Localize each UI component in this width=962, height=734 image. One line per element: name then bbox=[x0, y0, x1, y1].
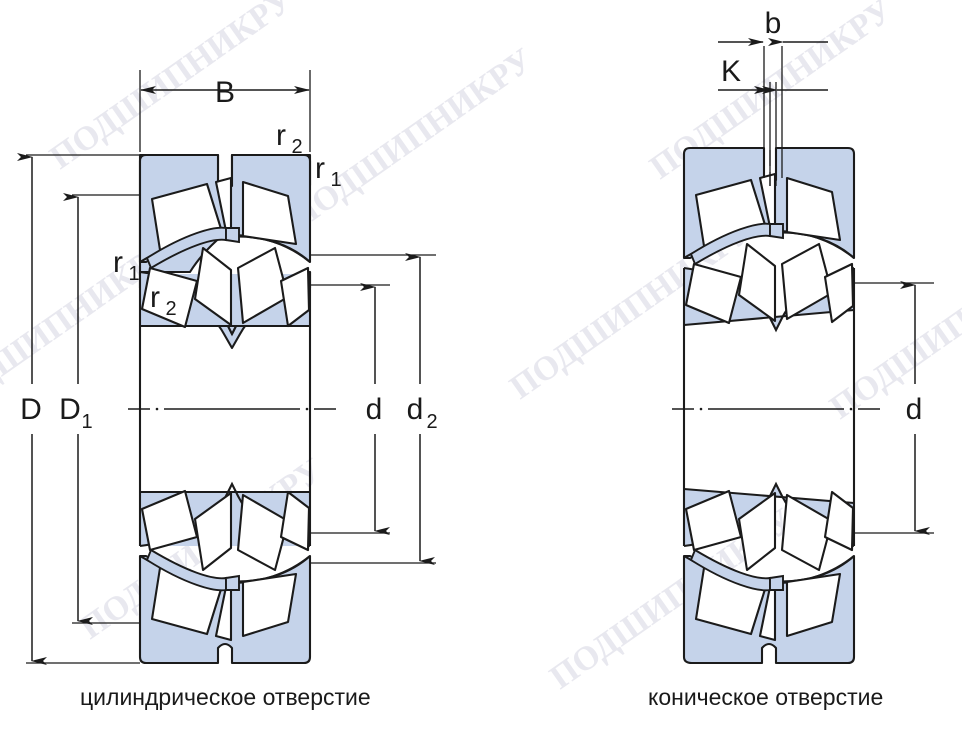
roller bbox=[279, 490, 311, 552]
label-r2-left-sub: 2 bbox=[165, 298, 176, 320]
label-r2-top: r 2 bbox=[276, 119, 303, 158]
label-d-left: d bbox=[366, 393, 383, 426]
label-d2-base: d bbox=[407, 393, 424, 426]
cage-bottom-bridge-r bbox=[769, 574, 784, 591]
roller bbox=[684, 489, 743, 552]
label-D1: D 1 bbox=[59, 393, 92, 433]
label-d2: d 2 bbox=[407, 393, 438, 433]
cage-bottom-bridge bbox=[225, 574, 240, 591]
roller bbox=[140, 266, 199, 329]
roller-group-bottom bbox=[140, 489, 311, 572]
label-r1-right-sub: 1 bbox=[330, 169, 341, 191]
watermark-text: ПОДШИПНИКРУ bbox=[283, 41, 540, 236]
roller bbox=[785, 572, 842, 638]
inner-ring-bottom-sides-r bbox=[682, 489, 856, 546]
roller bbox=[823, 490, 855, 552]
label-D1-base: D bbox=[59, 393, 81, 426]
roller-group-top bbox=[140, 246, 311, 329]
roller bbox=[823, 262, 855, 324]
cage-top-bridge-r bbox=[769, 223, 784, 240]
label-d-right: d bbox=[906, 393, 923, 426]
roller bbox=[241, 572, 298, 638]
roller bbox=[684, 262, 743, 325]
inner-ring-bottom-taper-edge bbox=[683, 487, 855, 505]
caption-tapered-bore: коническое отверстие bbox=[648, 684, 884, 710]
caption-cylindrical-bore: цилиндрическое отверстие bbox=[80, 684, 371, 710]
roller bbox=[785, 176, 842, 242]
roller bbox=[737, 242, 777, 323]
roller bbox=[241, 180, 298, 246]
label-r1-right: r 1 bbox=[315, 152, 342, 191]
roller bbox=[193, 491, 233, 572]
label-r1-left-base: r bbox=[113, 246, 123, 279]
label-r2-top-sub: 2 bbox=[291, 136, 302, 158]
label-r1-left-sub: 1 bbox=[128, 263, 139, 285]
cage-top-bridge bbox=[225, 227, 240, 244]
label-r2-left-base: r bbox=[150, 281, 160, 314]
label-D1-sub: 1 bbox=[81, 411, 92, 433]
label-r1-left: r 1 bbox=[113, 246, 140, 285]
roller bbox=[193, 246, 233, 327]
watermark-text: ПОДШИПНИКРУ bbox=[823, 231, 962, 426]
roller-group-bottom-r bbox=[684, 489, 855, 572]
roller bbox=[737, 491, 777, 572]
label-r2-left: r 2 bbox=[150, 281, 177, 320]
roller bbox=[279, 266, 311, 328]
right-bearing-view bbox=[672, 38, 934, 665]
label-b: b bbox=[765, 7, 782, 40]
left-bearing-view bbox=[17, 70, 436, 665]
inner-ring-top-band-edges bbox=[138, 272, 312, 328]
roller-group-bottom-outer bbox=[150, 566, 298, 642]
label-B: B bbox=[215, 76, 235, 109]
center-line-dot bbox=[305, 407, 309, 411]
watermark-text: ПОДШИПНИКРУ bbox=[43, 0, 300, 177]
center-line-dot bbox=[699, 407, 703, 411]
label-layer: B D D 1 d d 2 r 2 r 1 bbox=[20, 7, 922, 433]
center-line-dot bbox=[849, 407, 853, 411]
label-d2-sub: 2 bbox=[426, 411, 437, 433]
roller bbox=[140, 489, 199, 552]
label-K: K bbox=[721, 55, 741, 88]
roller-group-top-r bbox=[684, 242, 855, 325]
inner-ring-bottom-band-edges bbox=[138, 490, 312, 546]
label-r2-top-base: r bbox=[276, 119, 286, 152]
center-line-dot bbox=[155, 407, 159, 411]
inner-ring-top-sides-r bbox=[682, 268, 856, 325]
label-r1-right-base: r bbox=[315, 152, 325, 185]
label-D: D bbox=[20, 393, 42, 426]
